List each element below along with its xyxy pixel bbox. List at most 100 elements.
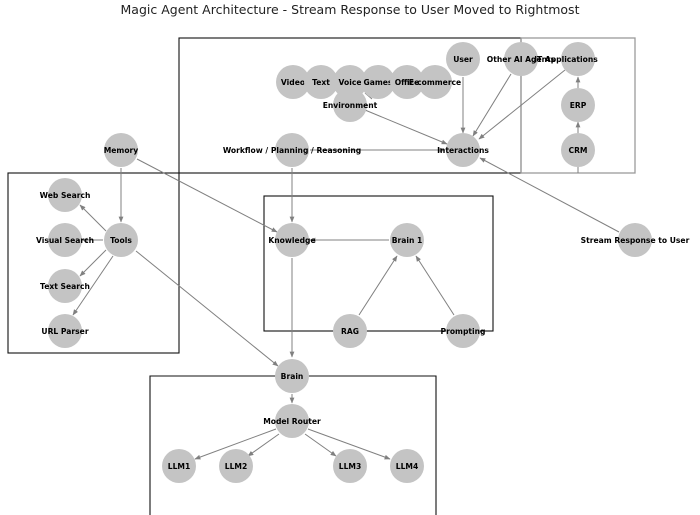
llm3-node-circle (333, 449, 367, 483)
office-label: Office (395, 78, 420, 87)
office-node-circle (390, 65, 424, 99)
visual-search-label: Visual Search (36, 236, 94, 245)
tools-node-circle (104, 223, 138, 257)
rag-node-circle (333, 314, 367, 348)
node-office: Office (390, 65, 424, 99)
node-interactions: Interactions (437, 133, 489, 167)
prompting-node-circle (446, 314, 480, 348)
node-other-agents: Other AI Agents (487, 42, 556, 76)
games-label: Games (364, 78, 393, 87)
node-memory: Memory (104, 133, 139, 167)
text-search-node-circle (48, 269, 82, 303)
node-video: Video (276, 65, 310, 99)
rag-label: RAG (341, 327, 359, 336)
knowledge-node-circle (275, 223, 309, 257)
interactions-label: Interactions (437, 146, 489, 155)
brain-node-circle (275, 359, 309, 393)
text-label: Text (312, 78, 330, 87)
node-stream: Stream Response to User (581, 223, 690, 257)
visual-search-node-circle (48, 223, 82, 257)
text-node-circle (304, 65, 338, 99)
user-label: User (453, 55, 473, 64)
node-url-parser: URL Parser (41, 314, 89, 348)
node-brain: Brain (275, 359, 309, 393)
node-visual-search: Visual Search (36, 223, 94, 257)
url-parser-node-circle (48, 314, 82, 348)
erp-label: ERP (570, 101, 587, 110)
it-apps-node-circle (561, 42, 595, 76)
node-llm4: LLM4 (390, 449, 424, 483)
text-search-label: Text Search (40, 282, 90, 291)
edge-it-apps-interactions (478, 69, 566, 140)
stream-node-circle (618, 223, 652, 257)
llm2-node-circle (219, 449, 253, 483)
games-node-circle (361, 65, 395, 99)
node-text: Text (304, 65, 338, 99)
llm4-label: LLM4 (396, 462, 419, 471)
edge-router-llm2 (247, 433, 280, 457)
edge-prompting-brain1 (415, 255, 455, 316)
node-ecommerce: E-commerce (409, 65, 461, 99)
node-llm1: LLM1 (162, 449, 196, 483)
edge-tools-brain (135, 250, 279, 367)
edge-stream-interactions (479, 157, 620, 233)
stream-label: Stream Response to User (581, 236, 690, 245)
knowledge-label: Knowledge (268, 236, 315, 245)
diagram-title: Magic Agent Architecture - Stream Respon… (121, 2, 580, 17)
node-brain1: Brain 1 (390, 223, 424, 257)
crm-label: CRM (569, 146, 588, 155)
node-erp: ERP (561, 88, 595, 122)
brain1-node-circle (390, 223, 424, 257)
ecommerce-label: E-commerce (409, 78, 461, 87)
router-node-circle (275, 404, 309, 438)
web-search-label: Web Search (40, 191, 91, 200)
node-router: Model Router (263, 404, 321, 438)
node-games: Games (361, 65, 395, 99)
node-rag: RAG (333, 314, 367, 348)
user-node-circle (446, 42, 480, 76)
tools-group-box (7, 172, 180, 354)
edge-rag-brain1 (358, 255, 398, 316)
prompting-label: Prompting (441, 327, 486, 336)
edge-router-llm4 (307, 428, 391, 460)
node-knowledge: Knowledge (268, 223, 316, 257)
edge-memory-knowledge (136, 158, 278, 233)
llm2-label: LLM2 (225, 462, 248, 471)
voice-node-circle (333, 65, 367, 99)
node-prompting: Prompting (441, 314, 486, 348)
interactions-node-circle (446, 133, 480, 167)
knowledge-group-box (263, 195, 494, 332)
brain1-label: Brain 1 (392, 236, 423, 245)
node-workflow: Workflow / Planning / Reasoning (223, 133, 361, 167)
llm1-node-circle (162, 449, 196, 483)
video-label: Video (281, 78, 305, 87)
models-group-box (149, 375, 437, 515)
edge-environment-interactions (364, 109, 448, 145)
llm3-label: LLM3 (339, 462, 362, 471)
node-tools: Tools (104, 223, 138, 257)
edge-router-llm3 (304, 433, 337, 457)
brain-label: Brain (281, 372, 304, 381)
router-label: Model Router (263, 417, 321, 426)
other-agents-label: Other AI Agents (487, 55, 556, 64)
node-it-apps: IT Applications (534, 42, 598, 76)
node-llm2: LLM2 (219, 449, 253, 483)
edge-tools-text-search (79, 249, 107, 277)
edge-tools-url-parser (72, 255, 114, 316)
edge-tools-web-search (79, 204, 107, 232)
voice-label: Voice (339, 78, 362, 87)
erp-node-circle (561, 88, 595, 122)
crm-node-circle (561, 133, 595, 167)
node-user: User (446, 42, 480, 76)
workflow-node-circle (275, 133, 309, 167)
node-llm3: LLM3 (333, 449, 367, 483)
url-parser-label: URL Parser (41, 327, 88, 336)
it-apps-label: IT Applications (534, 55, 598, 64)
other-agents-node-circle (504, 42, 538, 76)
memory-label: Memory (104, 146, 139, 155)
environment-label: Environment (323, 101, 378, 110)
workflow-label: Workflow / Planning / Reasoning (223, 146, 361, 155)
node-text-search: Text Search (40, 269, 90, 303)
ecommerce-node-circle (418, 65, 452, 99)
